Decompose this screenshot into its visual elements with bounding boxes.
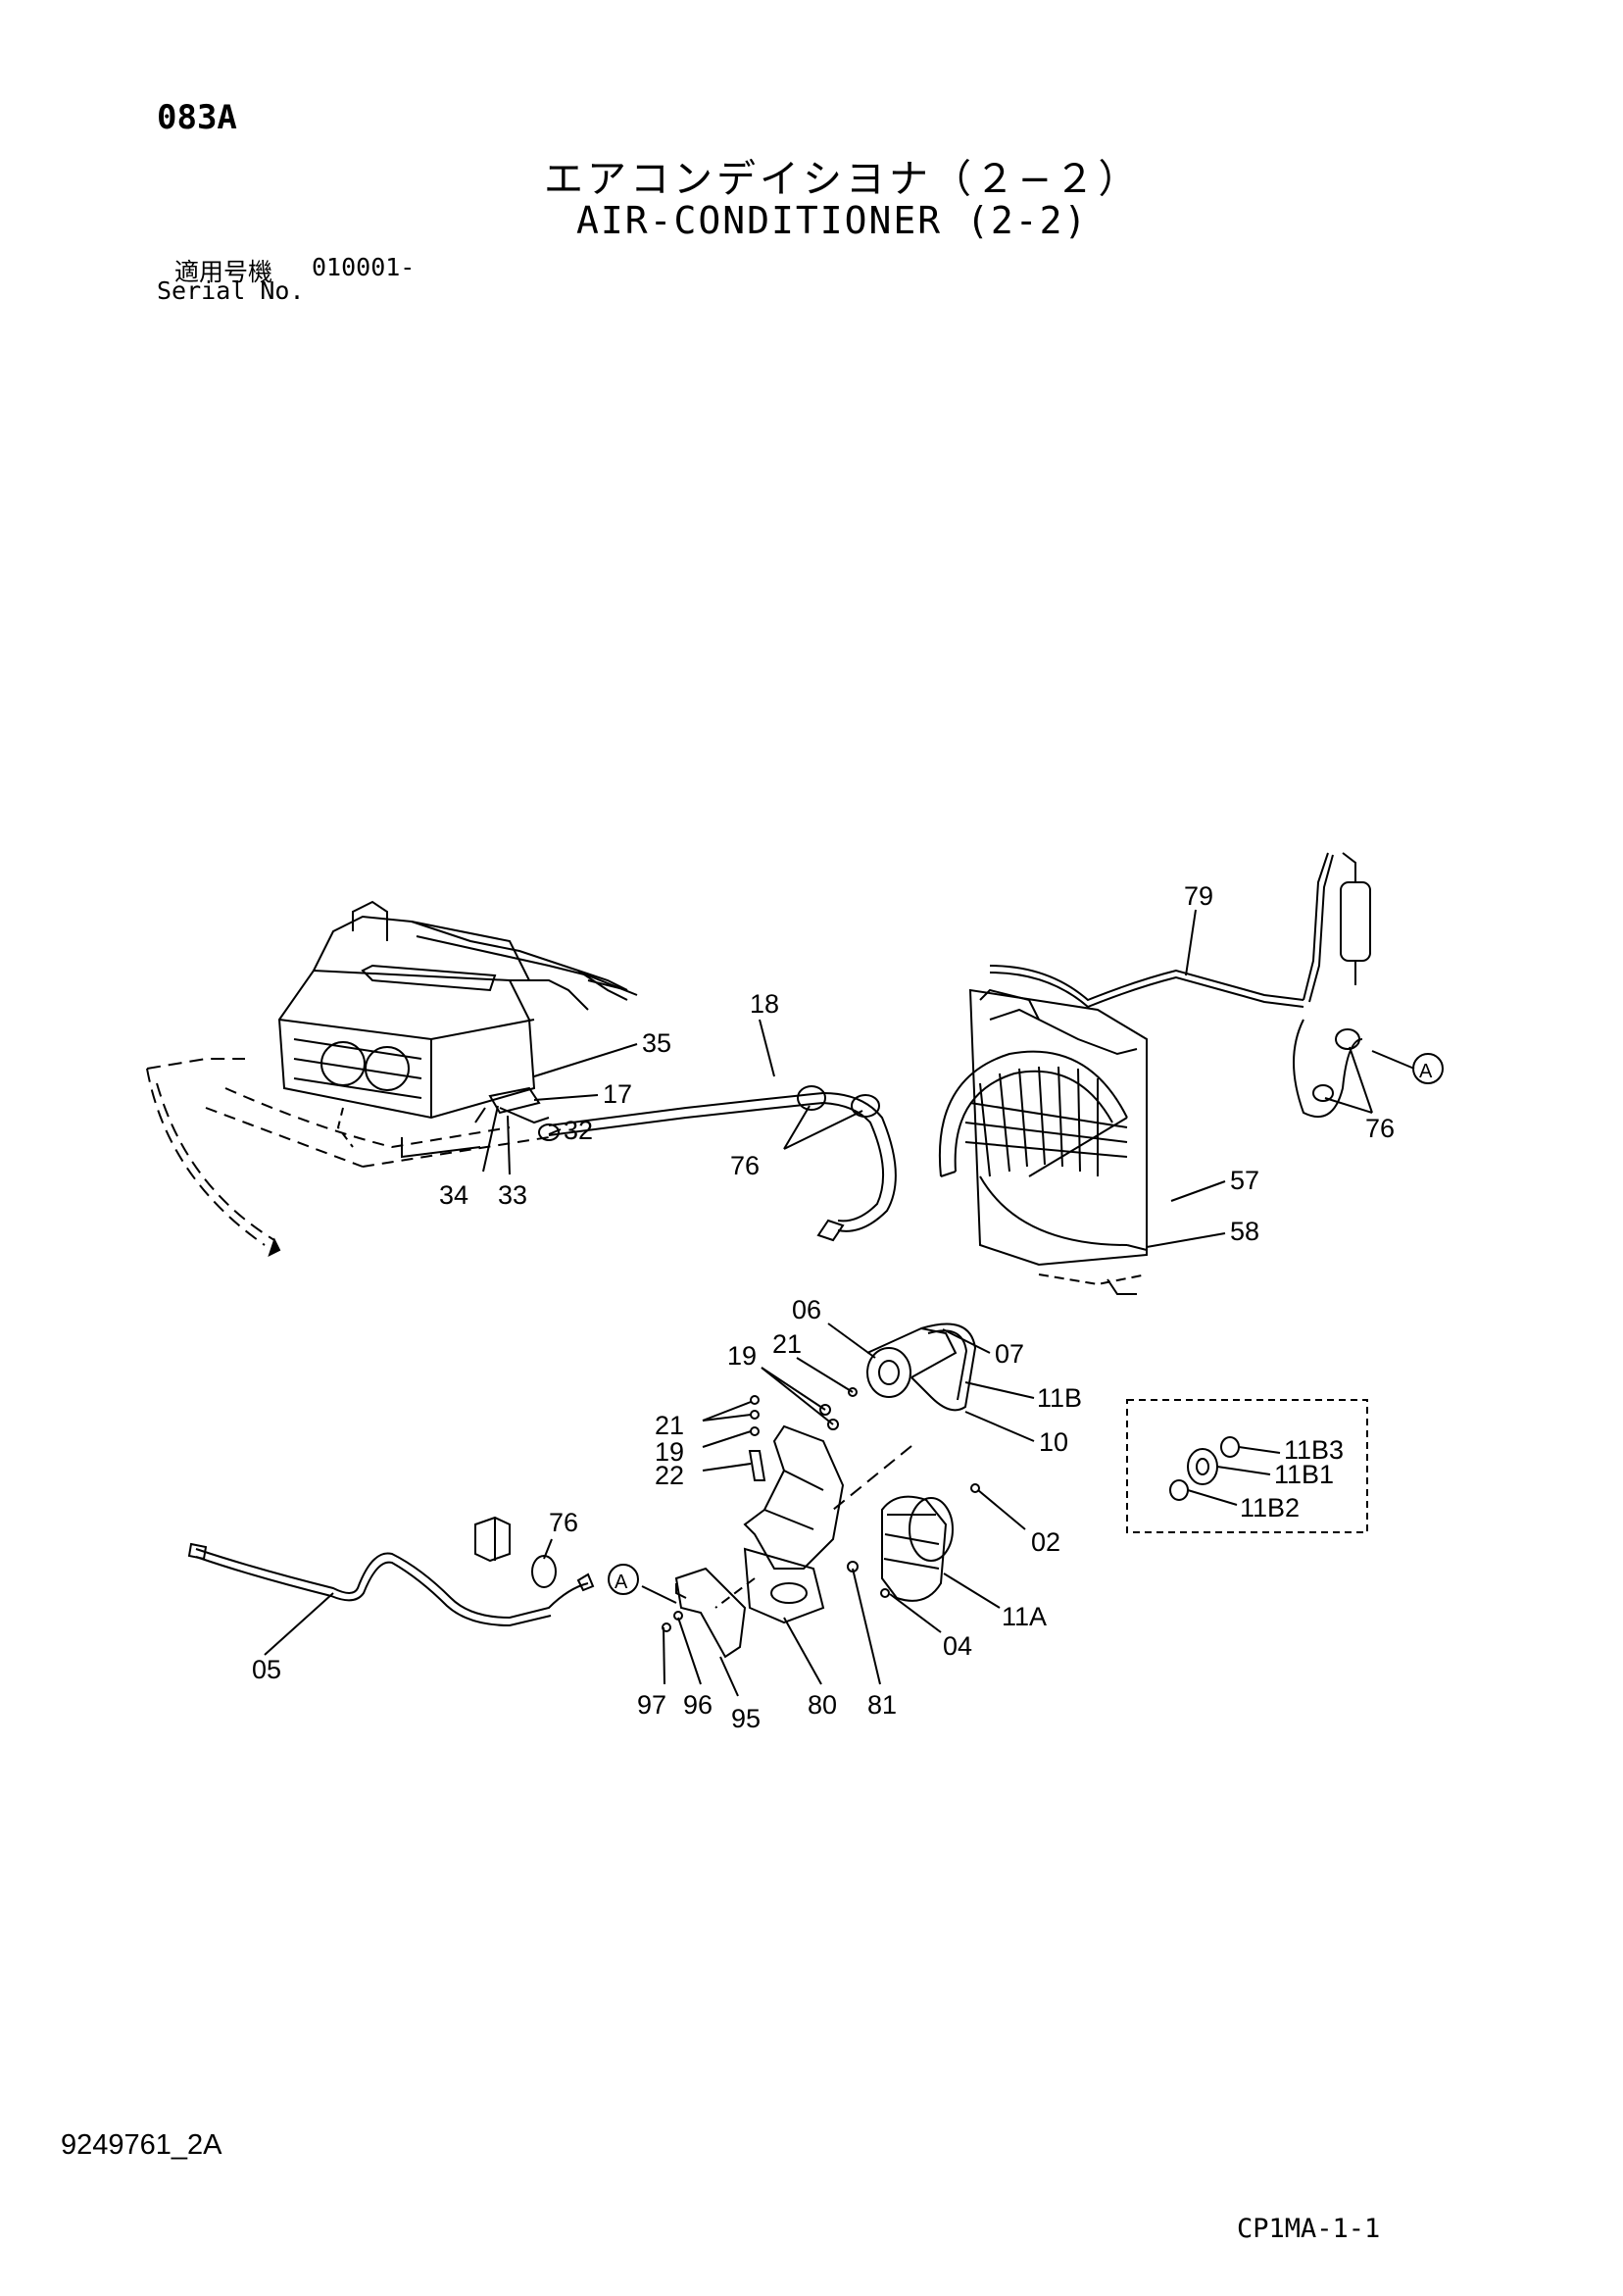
- callout-07: 07: [995, 1339, 1024, 1369]
- callout-06: 06: [792, 1295, 821, 1324]
- callout-17: 17: [603, 1079, 632, 1109]
- serial-label-japanese: 適用号機: [174, 258, 273, 286]
- callout-76-harness: 76: [549, 1508, 578, 1537]
- callout-34: 34: [439, 1180, 468, 1210]
- reference-a-right: A: [1419, 1061, 1433, 1082]
- callout-10: 10: [1039, 1427, 1068, 1457]
- callout-79: 79: [1184, 881, 1213, 911]
- callout-97: 97: [637, 1690, 666, 1720]
- reference-circle-a-left: [608, 1564, 639, 1595]
- condenser-drawing: [938, 988, 1148, 1295]
- callout-81: 81: [867, 1690, 897, 1720]
- callout-96: 96: [683, 1690, 713, 1720]
- callout-32: 32: [564, 1116, 593, 1145]
- callout-80: 80: [808, 1690, 837, 1720]
- callout-19-lower: 19: [655, 1437, 684, 1467]
- callout-11B: 11B: [1037, 1383, 1082, 1413]
- callout-11B3: 11B3: [1284, 1435, 1344, 1465]
- callout-22: 22: [655, 1461, 684, 1490]
- callout-11A: 11A: [1002, 1602, 1047, 1631]
- serial-value: 010001-: [312, 253, 416, 281]
- title-english: AIR-CONDITIONER (2-2): [576, 199, 1089, 242]
- callout-57: 57: [1230, 1166, 1259, 1195]
- callout-21-lower: 21: [655, 1411, 684, 1440]
- callout-58: 58: [1230, 1217, 1259, 1246]
- callout-19-upper: 19: [727, 1341, 757, 1371]
- reference-circle-a-right: [1412, 1053, 1444, 1084]
- callout-95: 95: [731, 1704, 761, 1733]
- sheet-code: CP1MA-1-1: [1237, 2214, 1381, 2244]
- callout-02: 02: [1031, 1527, 1060, 1557]
- reference-a-left: A: [615, 1572, 628, 1593]
- callout-21-upper: 21: [772, 1329, 802, 1359]
- hose-79-drawing: [989, 852, 1371, 1118]
- callout-35: 35: [642, 1028, 671, 1058]
- serial-label-english: Serial No.: [157, 276, 305, 305]
- callout-76-condenser: 76: [1365, 1114, 1395, 1143]
- harness-05-drawing: [187, 1516, 595, 1627]
- callout-76-hose: 76: [730, 1151, 760, 1180]
- title-japanese: エアコンデイシヨナ（２−２）: [544, 157, 1142, 202]
- aircon-unit-drawing: [146, 900, 638, 1257]
- hose-18-drawing: [474, 1085, 897, 1242]
- callout-11B1: 11B1: [1274, 1460, 1334, 1489]
- callout-33: 33: [498, 1180, 527, 1210]
- callout-18: 18: [750, 989, 779, 1019]
- callout-04: 04: [943, 1631, 972, 1661]
- leader-lines: [264, 909, 1415, 1697]
- page-code: 083A: [157, 98, 237, 137]
- callout-11B2: 11B2: [1240, 1493, 1300, 1522]
- document-code: 9249761_2A: [61, 2129, 222, 2161]
- compressor-assembly-drawing: [662, 1323, 980, 1659]
- callout-05: 05: [252, 1655, 281, 1684]
